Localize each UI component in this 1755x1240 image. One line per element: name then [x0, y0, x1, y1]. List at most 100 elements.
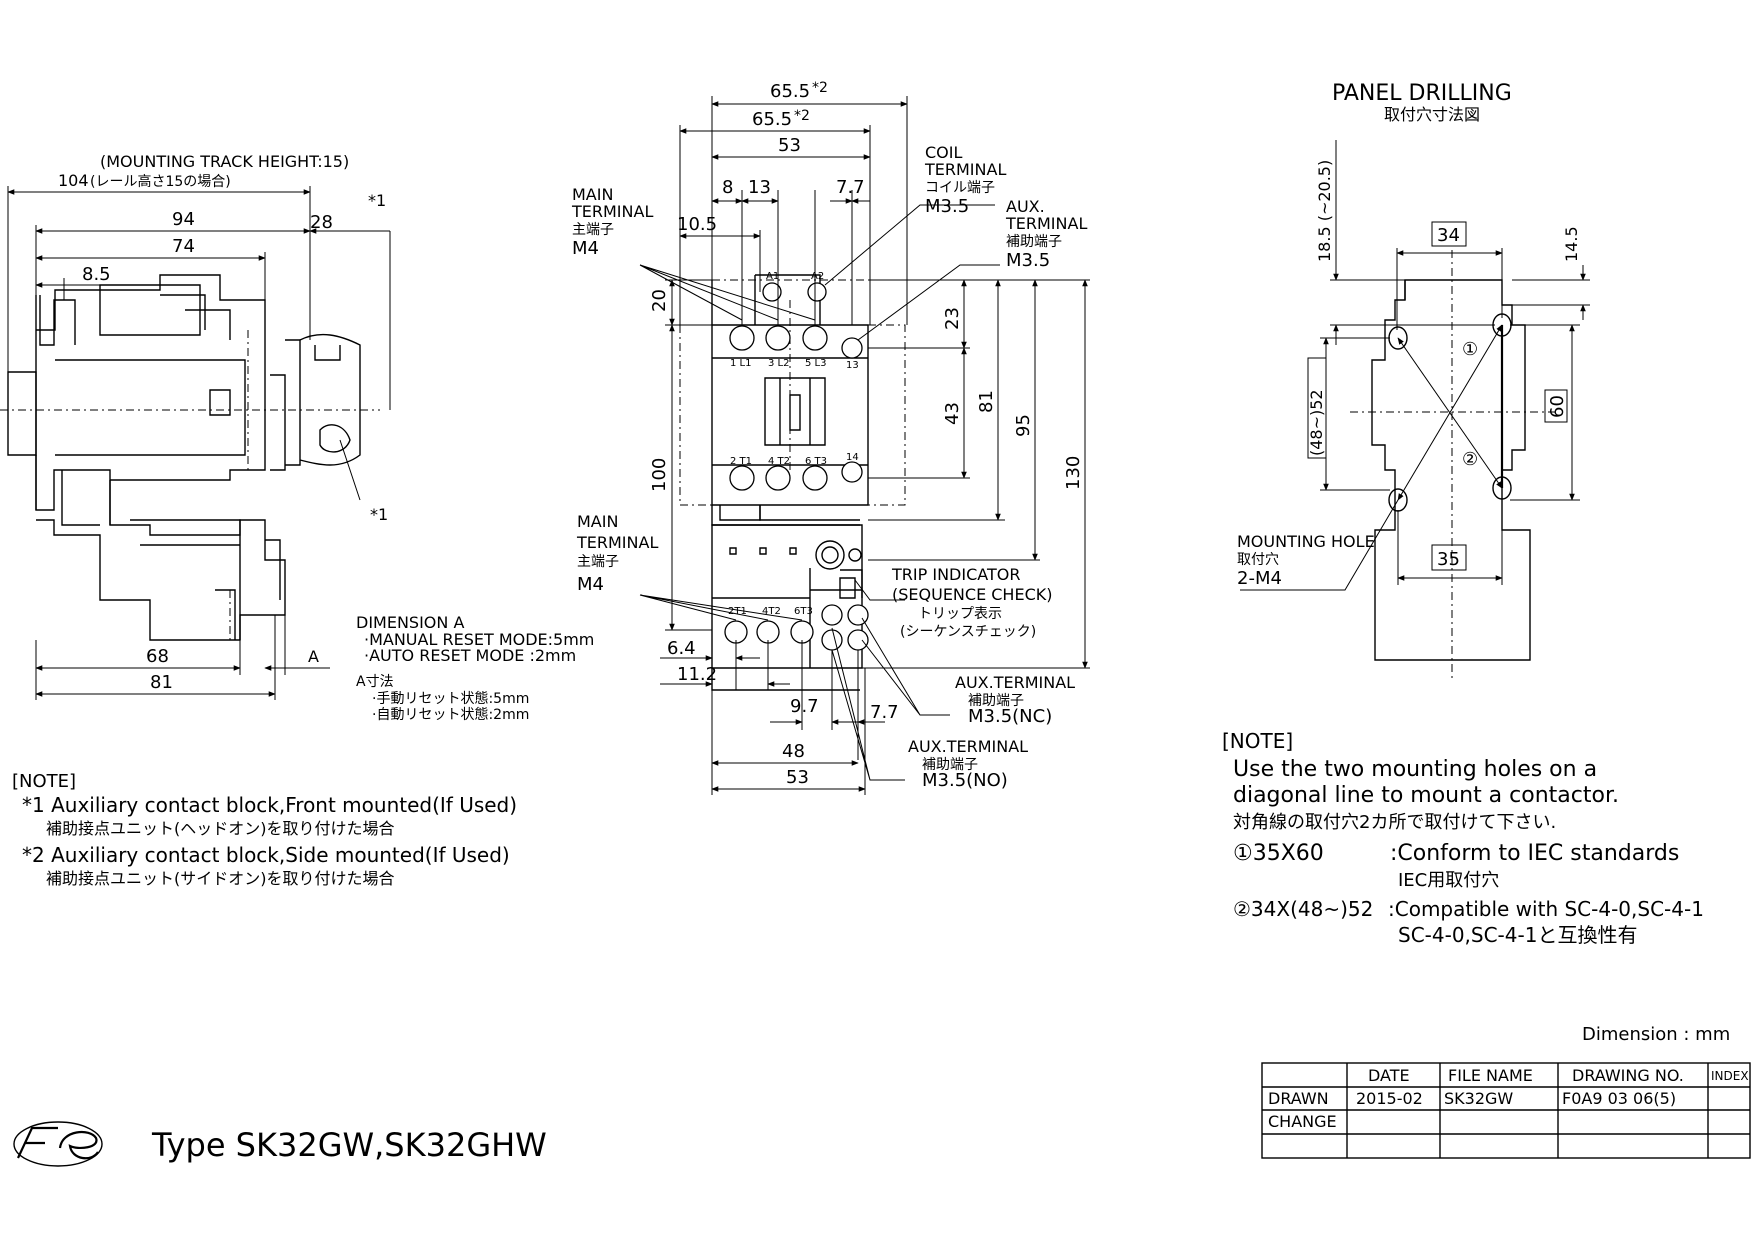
circle-1-marker: ①: [1462, 339, 1478, 360]
note-left-line2-jp: 補助接点ユニット(サイドオン)を取り付けた場合: [46, 869, 395, 888]
dim-a-label: A: [308, 647, 319, 666]
note-right-line2: diagonal line to mount a contactor.: [1233, 783, 1619, 808]
svg-text:AUX.: AUX.: [1006, 197, 1045, 216]
svg-text:M4: M4: [572, 238, 599, 259]
dim-60: 60: [1547, 395, 1568, 418]
svg-text:TERMINAL: TERMINAL: [1005, 214, 1087, 233]
dim-68: 68: [146, 646, 169, 667]
dim-53-top: 53: [778, 135, 801, 156]
dimension-a-title: DIMENSION A: [356, 613, 464, 632]
note-right-line1: Use the two mounting holes on a: [1233, 757, 1597, 782]
note-left-line2: *2 Auxiliary contact block,Side mounted(…: [22, 843, 510, 867]
track-height-label: (MOUNTING TRACK HEIGHT:15): [100, 152, 349, 171]
note-right-item1-jp: IEC用取付穴: [1398, 870, 1499, 891]
note-right-item2-label: ②34X(48~)52: [1233, 897, 1373, 921]
svg-text:COIL: COIL: [925, 143, 962, 162]
svg-text:補助端子: 補助端子: [1006, 234, 1062, 250]
note-left-line1-jp: 補助接点ユニット(ヘッドオン)を取り付けた場合: [46, 819, 395, 838]
svg-text:補助端子: 補助端子: [968, 693, 1024, 709]
tb-header-index: INDEX: [1711, 1069, 1749, 1083]
dim-20: 20: [649, 289, 670, 312]
dim-13: 13: [748, 177, 771, 198]
svg-text:M4: M4: [577, 574, 604, 595]
dim-35: 35: [1437, 549, 1460, 570]
svg-text:補助端子: 補助端子: [922, 757, 978, 773]
main-terminal-bottom-callout: MAIN TERMINAL 主端子 M4: [576, 512, 658, 595]
tb-drawn-number: F0A9 03 06(5): [1562, 1089, 1676, 1108]
dim-65-5-top: 65.5: [770, 81, 810, 102]
dim-23: 23: [942, 307, 963, 330]
svg-text:AUX.TERMINAL: AUX.TERMINAL: [955, 673, 1075, 692]
dimension-a-jp-manual: ·手動リセット状態:5mm: [372, 691, 529, 707]
dim-9-7: 9.7: [790, 696, 819, 717]
svg-text:MOUNTING HOLE: MOUNTING HOLE: [1237, 532, 1375, 551]
dim-7-7-top: 7.7: [836, 177, 865, 198]
svg-text:2-M4: 2-M4: [1237, 568, 1282, 589]
label-6t3: 6 T3: [805, 456, 827, 467]
dim-8: 8: [722, 177, 733, 198]
front-view: [639, 96, 1090, 795]
note-left-line1: *1 Auxiliary contact block,Front mounted…: [22, 793, 517, 817]
label-5l3: 5 L3: [805, 358, 826, 369]
dimension-a-auto: ·AUTO RESET MODE :2mm: [364, 646, 576, 665]
dimension-a-jp-auto: ·自動リセット状態:2mm: [372, 707, 529, 723]
star2-mid: *2: [794, 108, 810, 124]
tb-drawn-date: 2015-02: [1356, 1089, 1423, 1108]
star1-side: *1: [370, 505, 388, 524]
label-1l1: 1 L1: [730, 358, 751, 369]
dim-34: 34: [1437, 225, 1460, 246]
svg-text:トリップ表示: トリップ表示: [918, 606, 1002, 622]
dim-74: 74: [172, 236, 195, 257]
panel-drilling-title: PANEL DRILLING: [1332, 81, 1512, 106]
dim-130: 130: [1063, 456, 1084, 490]
svg-text:M3.5(NO): M3.5(NO): [922, 770, 1008, 791]
coil-terminal-callout: COIL TERMINAL コイル端子 M3.5: [924, 143, 1006, 217]
dim-43: 43: [942, 402, 963, 425]
dimension-a-jp-title: A寸法: [356, 674, 394, 690]
aux-nc-callout: AUX.TERMINAL 補助端子 M3.5(NC): [955, 673, 1075, 727]
mounting-hole-callout: MOUNTING HOLE 取付穴 2-M4: [1237, 532, 1375, 589]
note-right-item2-text: :Compatible with SC-4-0,SC-4-1: [1388, 897, 1704, 921]
dim-11-2: 11.2: [677, 664, 717, 685]
label-ol-4t2: 4T2: [762, 606, 781, 617]
svg-text:TERMINAL: TERMINAL: [576, 533, 658, 552]
aux-terminal-top-callout: AUX. TERMINAL 補助端子 M3.5: [1005, 197, 1087, 271]
tb-row-change: CHANGE: [1268, 1112, 1337, 1131]
tb-header-file-name: FILE NAME: [1448, 1066, 1533, 1085]
label-ol-6t3: 6T3: [794, 606, 813, 617]
label-a1: A1: [766, 271, 779, 282]
title-block: [1261, 1062, 1751, 1159]
svg-text:コイル端子: コイル端子: [925, 180, 995, 196]
dim-81: 81: [150, 672, 173, 693]
type-label: Type SK32GW,SK32GHW: [151, 1126, 547, 1164]
circle-2-marker: ②: [1462, 449, 1478, 470]
note-right-item1-label: ①35X60: [1233, 841, 1324, 866]
label-2t1: 2 T1: [730, 456, 752, 467]
dimension-unit: Dimension : mm: [1582, 1024, 1730, 1045]
dim-8-5: 8.5: [82, 264, 111, 285]
svg-text:TRIP INDICATOR: TRIP INDICATOR: [891, 565, 1020, 584]
dim-104-jp: (レール高さ15の場合): [90, 173, 231, 190]
dim-53-bottom: 53: [786, 767, 809, 788]
dim-18-5: 18.5 (~20.5): [1315, 160, 1334, 262]
dim-28: 28: [310, 212, 333, 233]
dim-94: 94: [172, 209, 195, 230]
dim-14-5: 14.5: [1562, 226, 1581, 262]
label-ol-2t1: 2T1: [728, 606, 747, 617]
label-4t2: 4 T2: [768, 456, 790, 467]
svg-text:M3.5: M3.5: [925, 196, 969, 217]
note-left-title: [NOTE]: [12, 771, 76, 792]
star1-top: *1: [368, 191, 386, 210]
dim-48: 48: [782, 741, 805, 762]
svg-text:M3.5: M3.5: [1006, 250, 1050, 271]
fuji-electric-logo: [13, 1121, 103, 1167]
svg-text:MAIN: MAIN: [572, 185, 613, 204]
dim-81-front: 81: [976, 390, 997, 413]
star2-top: *2: [812, 80, 828, 96]
dim-100: 100: [649, 458, 670, 492]
tb-drawn-file: SK32GW: [1444, 1089, 1513, 1108]
label-14: 14: [846, 452, 859, 463]
dim-65-5-mid: 65.5: [752, 109, 792, 130]
note-right-title: [NOTE]: [1222, 729, 1293, 753]
panel-drilling-title-jp: 取付穴寸法図: [1384, 105, 1480, 124]
